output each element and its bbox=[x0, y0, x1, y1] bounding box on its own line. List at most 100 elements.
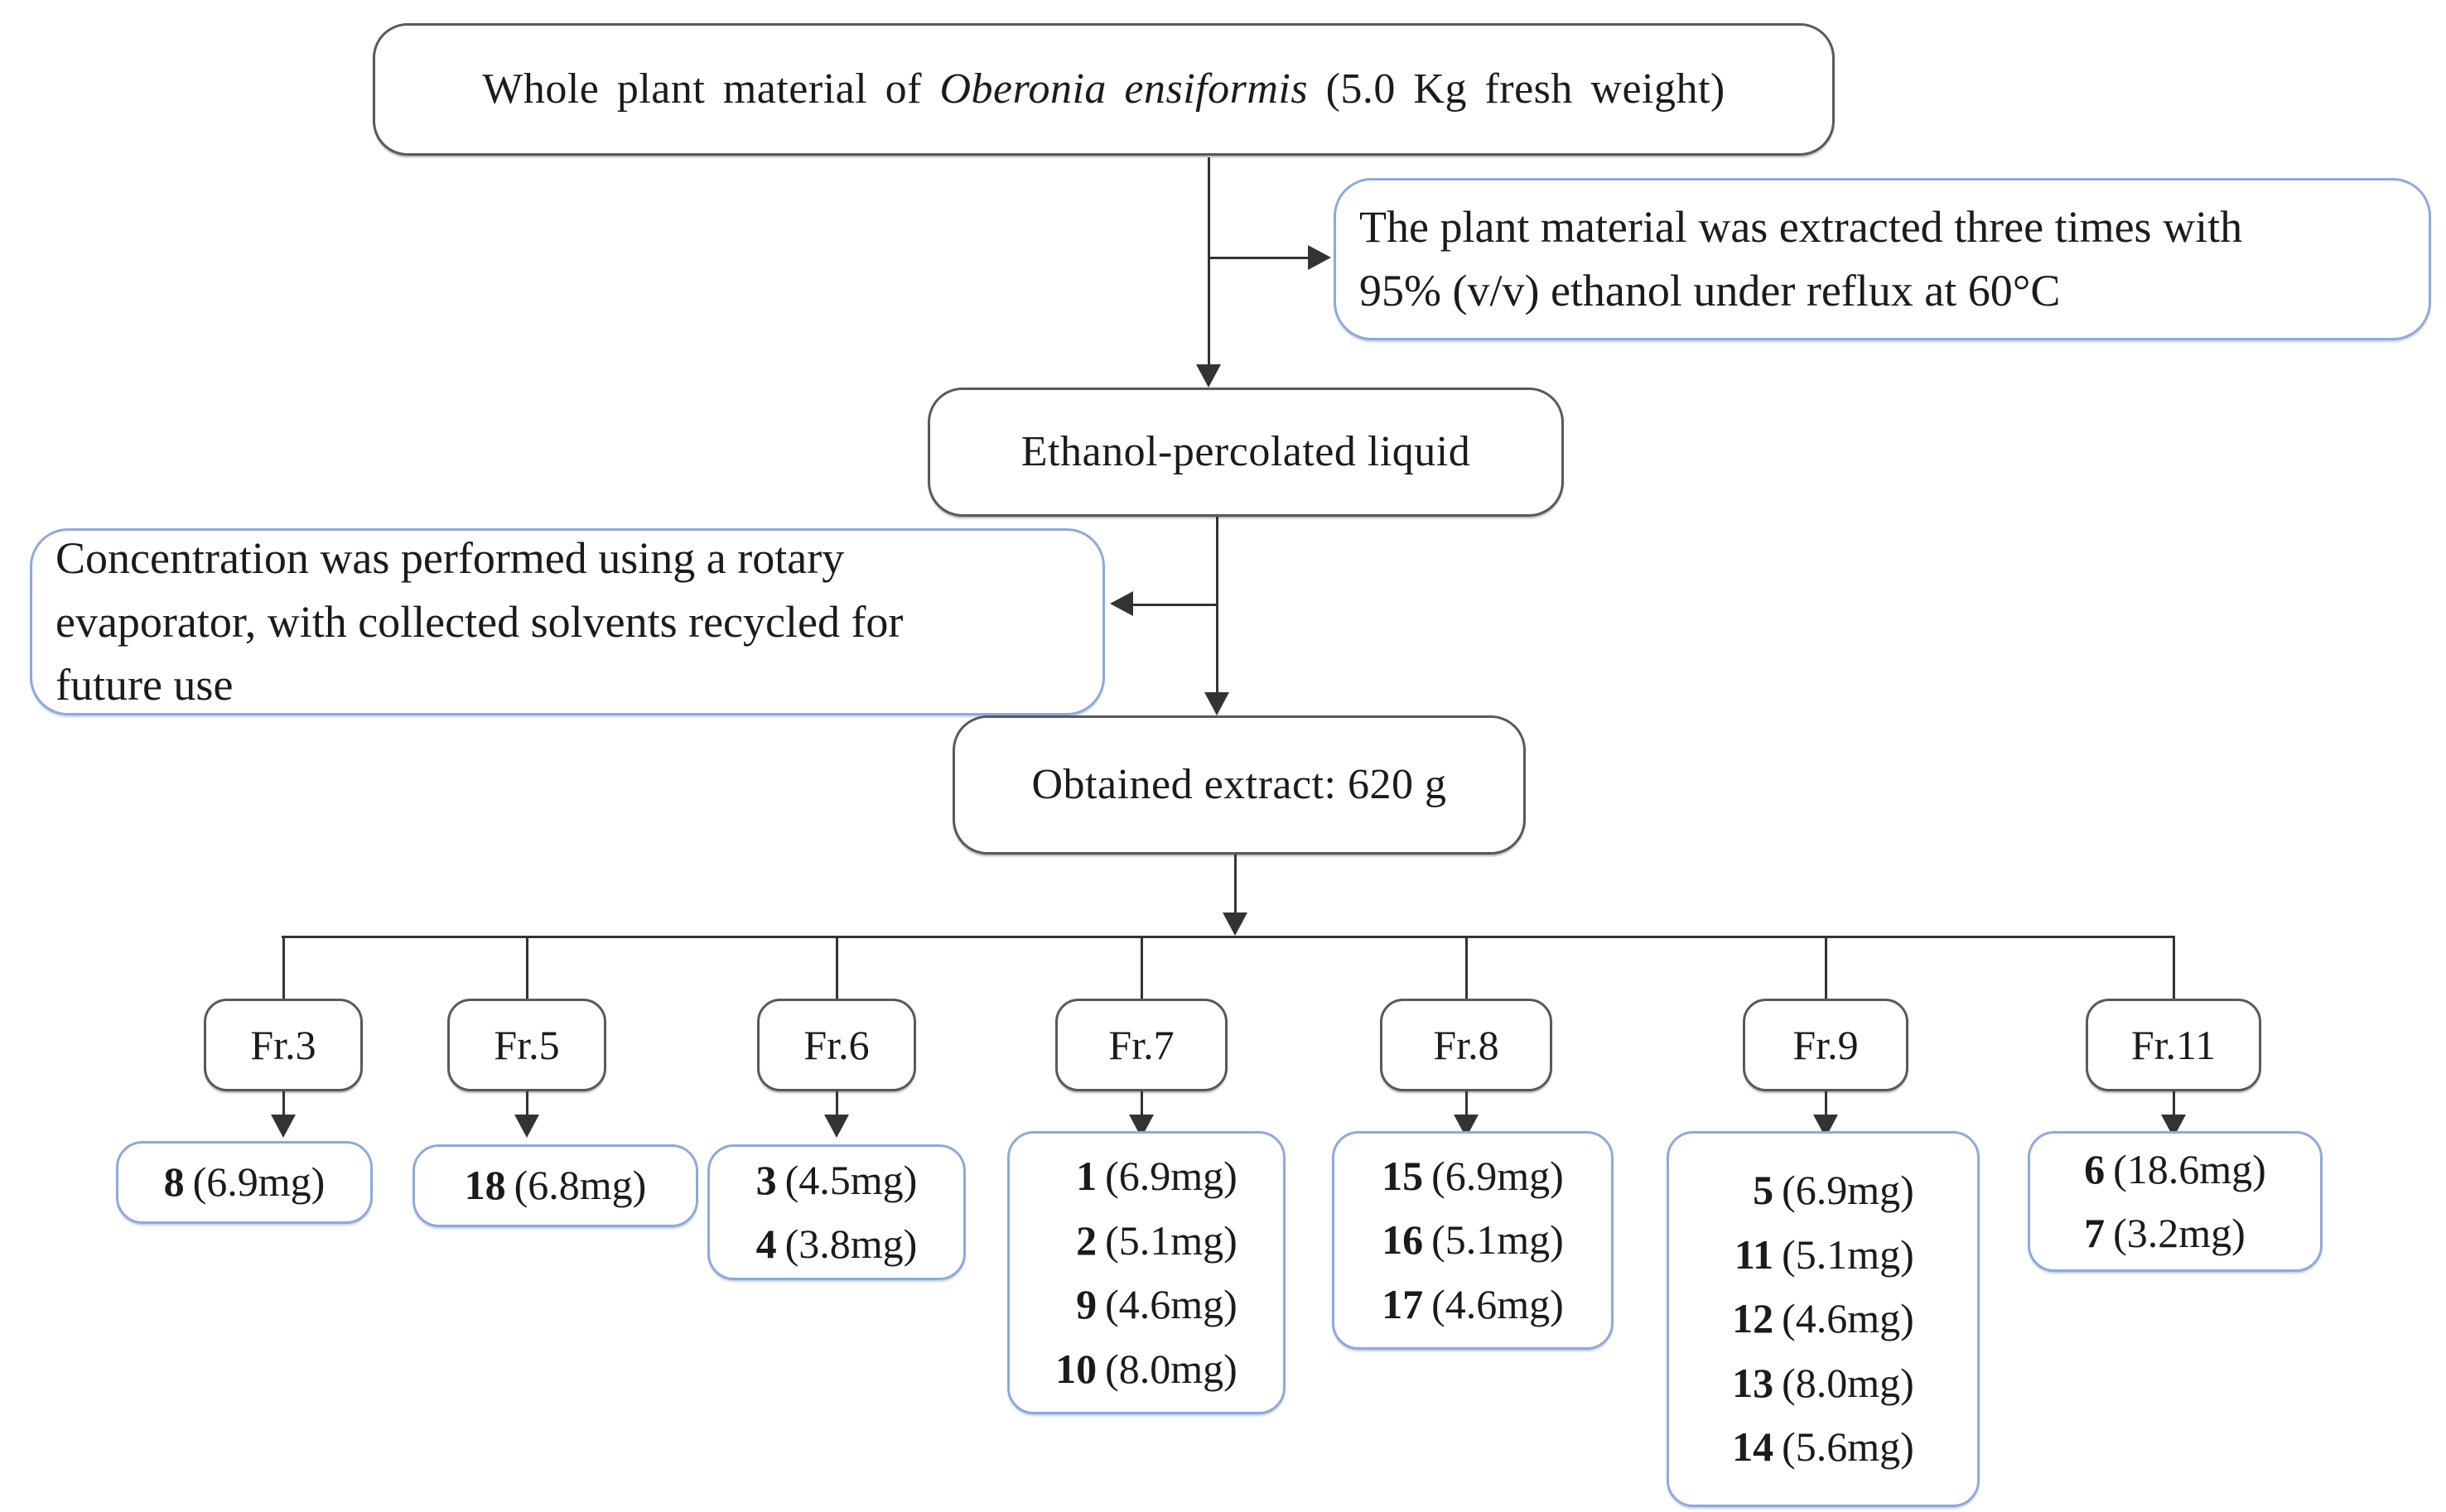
fraction-arrow-line bbox=[1464, 1091, 1468, 1116]
compound-id: 3 bbox=[755, 1156, 777, 1203]
arrowhead-down-icon bbox=[1196, 364, 1221, 388]
compound-id: 8 bbox=[163, 1158, 185, 1206]
compound-amount: (8.0mg) bbox=[1105, 1345, 1237, 1392]
fraction-box: Fr.7 bbox=[1055, 999, 1228, 1091]
compound-line: 18(6.8mg) bbox=[465, 1153, 647, 1218]
compound-amount: (8.0mg) bbox=[1782, 1359, 1914, 1406]
compound-id: 11 bbox=[1734, 1230, 1774, 1278]
fraction-arrow-line bbox=[2172, 1091, 2175, 1116]
fraction-box: Fr.9 bbox=[1743, 999, 1908, 1091]
fraction-drop-line bbox=[2172, 936, 2175, 999]
arrowhead-down-icon bbox=[824, 1115, 849, 1138]
compound-box: 8(6.9mg) bbox=[116, 1141, 373, 1224]
compound-id: 9 bbox=[1076, 1281, 1098, 1327]
compound-line: 3(4.5mg) bbox=[756, 1148, 918, 1213]
extraction-note-line: 95% (v/v) ethanol under reflux at 60°C bbox=[1359, 266, 2061, 315]
compound-amount: (6.9mg) bbox=[192, 1158, 326, 1206]
fraction-drop-line bbox=[1824, 936, 1827, 999]
concentration-note-line: future use bbox=[55, 660, 234, 710]
fraction-drop-line bbox=[835, 936, 838, 999]
fraction-label: Fr.7 bbox=[1108, 1022, 1175, 1068]
compound-amount: (4.5mg) bbox=[784, 1156, 918, 1203]
compound-line: 12(4.6mg) bbox=[1732, 1287, 1914, 1351]
obtained-extract-box: Obtained extract: 620 g bbox=[953, 715, 1526, 855]
arrowhead-left-icon bbox=[1110, 591, 1133, 616]
compound-amount: (3.2mg) bbox=[2113, 1210, 2246, 1256]
compound-lines: 18(6.8mg) bbox=[465, 1153, 647, 1218]
compound-box: 6(18.6mg)7(3.2mg) bbox=[2028, 1131, 2323, 1272]
fraction-drop-line bbox=[282, 936, 285, 999]
compound-id: 14 bbox=[1732, 1423, 1774, 1471]
arrowhead-right-icon bbox=[1308, 245, 1331, 270]
compound-amount: (4.6mg) bbox=[1431, 1280, 1564, 1327]
fraction-label: Fr.11 bbox=[2130, 1022, 2217, 1068]
compound-box: 18(6.8mg) bbox=[412, 1144, 698, 1227]
ethanol-liquid-text: Ethanol-percolated liquid bbox=[1020, 427, 1471, 475]
species-name: Oberonia ensiformis bbox=[939, 65, 1309, 113]
compound-id: 7 bbox=[2084, 1210, 2106, 1256]
extraction-note-box: The plant material was extracted three t… bbox=[1334, 178, 2431, 340]
compound-line: 15(6.9mg) bbox=[1382, 1144, 1564, 1209]
compound-id: 10 bbox=[1055, 1345, 1098, 1392]
fraction-box: Fr.5 bbox=[447, 999, 606, 1091]
compound-amount: (5.1mg) bbox=[1782, 1230, 1914, 1278]
distribution-line bbox=[282, 936, 2174, 938]
fraction-drop-line bbox=[1140, 936, 1143, 999]
compound-lines: 8(6.9mg) bbox=[164, 1150, 326, 1215]
fraction-label: Fr.5 bbox=[494, 1022, 560, 1068]
compound-lines: 3(4.5mg)4(3.8mg) bbox=[756, 1148, 918, 1277]
compound-line: 5(6.9mg) bbox=[1732, 1158, 1914, 1223]
fraction-box: Fr.8 bbox=[1380, 999, 1552, 1091]
arrowhead-down-icon bbox=[514, 1115, 539, 1138]
compound-line: 9(4.6mg) bbox=[1055, 1273, 1237, 1337]
compound-line: 7(3.2mg) bbox=[2084, 1201, 2266, 1266]
fraction-arrow-line bbox=[1824, 1091, 1827, 1116]
compound-line: 17(4.6mg) bbox=[1382, 1273, 1564, 1337]
compound-amount: (6.8mg) bbox=[514, 1162, 647, 1209]
whole-plant-suffix: (5.0 Kg fresh weight) bbox=[1308, 65, 1725, 113]
compound-id: 2 bbox=[1076, 1216, 1098, 1264]
compound-line: 2(5.1mg) bbox=[1055, 1209, 1237, 1274]
compound-id: 5 bbox=[1753, 1167, 1774, 1214]
arrowhead-down-icon bbox=[271, 1115, 296, 1138]
compound-id: 17 bbox=[1382, 1280, 1424, 1327]
connector-to-extraction-note bbox=[1209, 257, 1308, 259]
compound-line: 13(8.0mg) bbox=[1732, 1351, 1914, 1416]
fraction-arrow-line bbox=[282, 1091, 285, 1116]
compound-amount: (5.1mg) bbox=[1105, 1216, 1237, 1264]
fraction-label: Fr.6 bbox=[803, 1022, 870, 1068]
fraction-label: Fr.9 bbox=[1792, 1022, 1859, 1068]
fraction-label: Fr.8 bbox=[1433, 1022, 1499, 1068]
fraction-arrow-line bbox=[525, 1091, 528, 1116]
compound-amount: (18.6mg) bbox=[2113, 1145, 2266, 1192]
compound-amount: (4.6mg) bbox=[1782, 1295, 1914, 1342]
whole-plant-prefix: Whole plant material of bbox=[482, 65, 940, 113]
whole-plant-text: Whole plant material of Oberonia ensifor… bbox=[482, 64, 1725, 115]
concentration-note-line: Concentration was performed using a rota… bbox=[55, 533, 845, 583]
fraction-drop-line bbox=[525, 936, 528, 999]
compound-amount: (3.8mg) bbox=[784, 1221, 918, 1267]
compound-lines: 15(6.9mg)16(5.1mg)17(4.6mg) bbox=[1382, 1144, 1564, 1337]
connector-to-concentration-note bbox=[1133, 604, 1218, 606]
compound-id: 15 bbox=[1382, 1152, 1424, 1199]
fraction-box: Fr.11 bbox=[2086, 999, 2261, 1091]
ethanol-liquid-box: Ethanol-percolated liquid bbox=[928, 388, 1564, 517]
compound-amount: (6.9mg) bbox=[1105, 1153, 1237, 1199]
fraction-label: Fr.3 bbox=[250, 1022, 316, 1068]
connector-top-to-ethanol bbox=[1208, 157, 1210, 364]
compound-lines: 6(18.6mg)7(3.2mg) bbox=[2084, 1138, 2266, 1266]
compound-lines: 1(6.9mg)2(5.1mg)9(4.6mg)10(8.0mg) bbox=[1055, 1144, 1237, 1401]
compound-amount: (5.1mg) bbox=[1431, 1216, 1564, 1264]
compound-line: 14(5.6mg) bbox=[1732, 1415, 1914, 1480]
compound-id: 4 bbox=[755, 1221, 777, 1267]
compound-line: 11(5.1mg) bbox=[1732, 1223, 1914, 1288]
compound-amount: (4.6mg) bbox=[1105, 1281, 1237, 1327]
whole-plant-box: Whole plant material of Oberonia ensifor… bbox=[373, 23, 1835, 156]
compound-line: 10(8.0mg) bbox=[1055, 1337, 1237, 1402]
fraction-box: Fr.6 bbox=[757, 999, 916, 1091]
compound-lines: 5(6.9mg)11(5.1mg)12(4.6mg)13(8.0mg)14(5.… bbox=[1732, 1158, 1914, 1480]
fraction-box: Fr.3 bbox=[204, 999, 363, 1091]
compound-line: 8(6.9mg) bbox=[164, 1150, 326, 1215]
extraction-note-line: The plant material was extracted three t… bbox=[1359, 202, 2243, 253]
